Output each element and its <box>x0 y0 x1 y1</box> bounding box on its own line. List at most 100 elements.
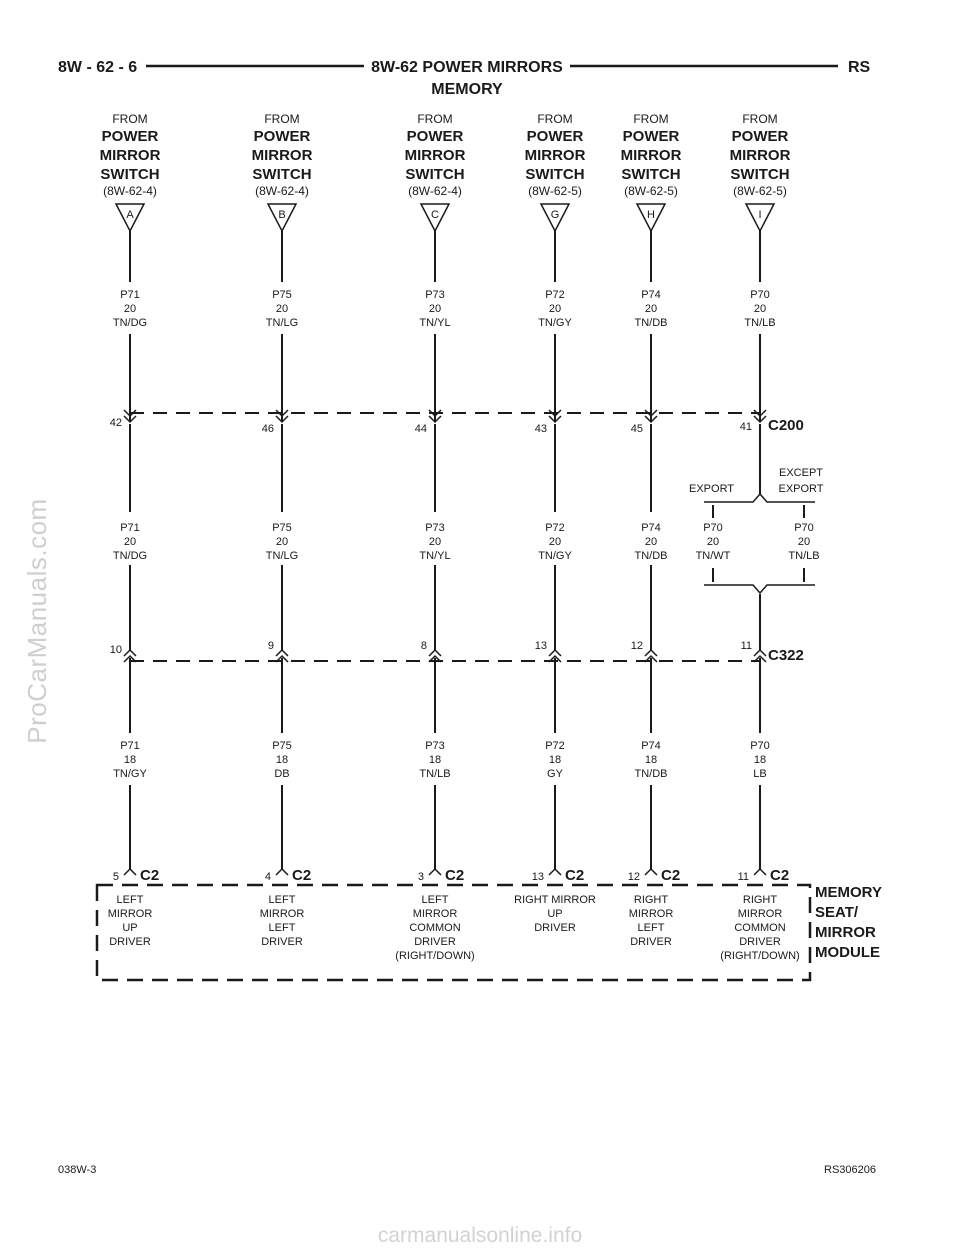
wire-gauge: 20 <box>429 536 441 548</box>
source-label: MIRROR <box>252 147 313 164</box>
terminal-v-mark <box>548 867 562 876</box>
wire-color: TN/LB <box>744 317 775 329</box>
wire-color: TN/LG <box>266 550 298 562</box>
cavity-triangle <box>266 203 298 233</box>
c2-pin: 11 <box>738 871 749 883</box>
source-label: SWITCH <box>621 166 680 183</box>
export-label: EXPORT <box>689 483 734 495</box>
c2-connector-label: C2 <box>565 867 584 884</box>
wire-color: TN/DG <box>113 550 147 562</box>
c2-connector-label: C2 <box>661 867 680 884</box>
module-function-label: DRIVER <box>414 936 456 948</box>
footer-figure-id: 038W-3 <box>58 1164 96 1176</box>
terminal-v-mark <box>275 867 289 876</box>
module-function-label: DRIVER <box>630 936 672 948</box>
c2-connector-label: C2 <box>292 867 311 884</box>
module-function-label: MIRROR <box>413 908 458 920</box>
terminal-v-mark <box>123 415 137 424</box>
wire-gauge: 18 <box>549 754 561 766</box>
module-function-label: MIRROR <box>108 908 153 920</box>
wire-id: P75 <box>272 289 292 301</box>
wire-gauge: 20 <box>549 303 561 315</box>
terminal-v-mark <box>123 409 137 418</box>
module-function-label: RIGHT <box>634 894 669 906</box>
wire-id: P72 <box>545 740 565 752</box>
terminal-v-mark <box>753 648 767 657</box>
module-function-label: DRIVER <box>109 936 151 948</box>
c2-pin: 4 <box>265 871 271 883</box>
module-function-label: MIRROR <box>738 908 783 920</box>
terminal-v-mark <box>428 867 442 876</box>
source-label: MIRROR <box>621 147 682 164</box>
source-label: SWITCH <box>730 166 789 183</box>
page-reference: (8W-62-5) <box>624 184 678 198</box>
cavity-letter: C <box>431 209 439 221</box>
split-brace-bottom <box>704 584 815 595</box>
c322-pin: 8 <box>421 640 427 652</box>
page-reference: (8W-62-4) <box>103 184 157 198</box>
terminal-v-mark <box>644 867 658 876</box>
source-label: MIRROR <box>100 147 161 164</box>
memory-module-label: MEMORY SEAT/ MIRROR MODULE <box>815 884 882 961</box>
source-label: POWER <box>254 128 311 145</box>
source-label: POWER <box>102 128 159 145</box>
page-reference: (8W-62-4) <box>408 184 462 198</box>
module-label-line: MODULE <box>815 944 880 961</box>
wire-id: P74 <box>641 289 661 301</box>
cavity-letter: I <box>758 209 761 221</box>
terminal-v-mark <box>428 654 442 663</box>
wire-gauge: 18 <box>429 754 441 766</box>
module-function-label: UP <box>547 908 562 920</box>
from-label: FROM <box>537 112 572 126</box>
export-wire-id: P70 <box>703 522 723 534</box>
wire-color: TN/LG <box>266 317 298 329</box>
terminal-v-mark <box>275 409 289 418</box>
cavity-triangle <box>114 203 146 233</box>
wire-id: P71 <box>120 522 140 534</box>
terminal-v-mark <box>123 648 137 657</box>
wire-id: P70 <box>750 289 770 301</box>
terminal-v-mark <box>123 654 137 663</box>
wire-id: P73 <box>425 289 445 301</box>
module-function-label: COMMON <box>734 922 785 934</box>
terminal-v-mark <box>275 415 289 424</box>
terminal-v-mark <box>123 867 137 876</box>
module-label-line: SEAT/ <box>815 904 859 921</box>
export-wire-gauge: 20 <box>707 536 719 548</box>
source-label: SWITCH <box>405 166 464 183</box>
wire-gauge: 20 <box>124 303 136 315</box>
module-function-label: MIRROR <box>629 908 674 920</box>
wire-color: TN/GY <box>538 317 572 329</box>
c2-pin: 13 <box>532 871 544 883</box>
wire-id: P73 <box>425 740 445 752</box>
wire-color: TN/DB <box>635 550 668 562</box>
memory-module-box <box>95 883 812 982</box>
c322-pin: 11 <box>741 640 752 652</box>
wire-color: TN/GY <box>538 550 572 562</box>
terminal-v-mark <box>753 654 767 663</box>
cavity-triangle <box>419 203 451 233</box>
source-label: POWER <box>732 128 789 145</box>
wire-gauge: 20 <box>549 536 561 548</box>
header-section: RS <box>848 59 871 76</box>
c2-connector-label: C2 <box>770 867 789 884</box>
bottom-watermark: carmanualsonline.info <box>377 1224 583 1247</box>
terminal-v-mark <box>548 654 562 663</box>
c322-label: C322 <box>768 647 804 664</box>
wire-id: P74 <box>641 522 661 534</box>
c322-pin: 13 <box>535 640 547 652</box>
wire-gauge: 18 <box>754 754 766 766</box>
terminal-v-mark <box>644 654 658 663</box>
wire-gauge: 20 <box>429 303 441 315</box>
header-subtitle: MEMORY <box>431 81 503 98</box>
module-function-label: RIGHT MIRROR <box>514 894 596 906</box>
c200-pin: 44 <box>415 423 427 435</box>
source-label: POWER <box>527 128 584 145</box>
module-function-label: LEFT <box>269 894 296 906</box>
module-function-label: LEFT <box>638 922 665 934</box>
wire-id: P73 <box>425 522 445 534</box>
wire-color: TN/YL <box>419 550 450 562</box>
terminal-v-mark <box>644 415 658 424</box>
side-watermark: ProCarManuals.com <box>22 498 52 744</box>
wire-id: P75 <box>272 740 292 752</box>
